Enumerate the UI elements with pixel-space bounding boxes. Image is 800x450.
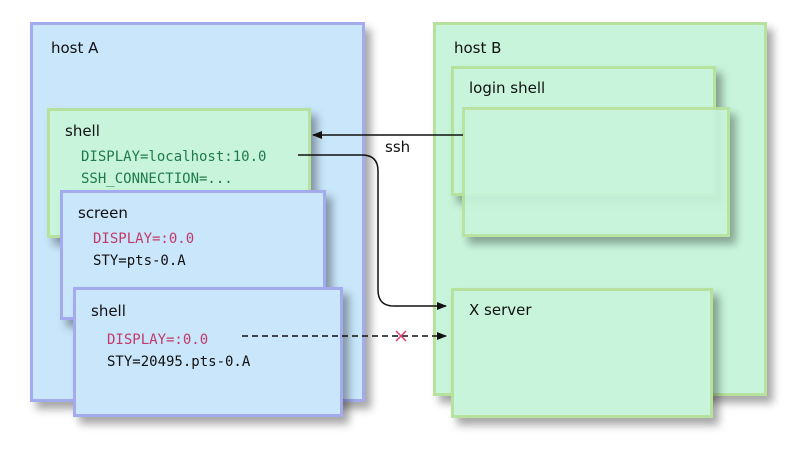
shell-box-2: shell DISPLAY=:0.0 STY=20495.pts-0.A [73, 287, 343, 417]
screen-sty-env: STY=pts-0.A [93, 253, 186, 269]
host-a-label: host A [51, 39, 99, 57]
x-server-label: X server [469, 301, 532, 319]
shell-label-1: shell [65, 122, 100, 140]
ssh-label: ssh [385, 138, 411, 156]
login-shell-label: login shell [469, 79, 546, 97]
shell-label-2: shell [91, 302, 126, 320]
login-shell-child-box [462, 107, 730, 237]
shell1-ssh-connection-env: SSH_CONNECTION=... [81, 171, 233, 187]
screen-label: screen [78, 204, 128, 222]
screen-display-env: DISPLAY=:0.0 [93, 231, 195, 247]
host-b-label: host B [454, 39, 502, 57]
cross-icon [395, 330, 407, 342]
shell2-sty-env: STY=20495.pts-0.A [107, 354, 251, 370]
shell2-display-env: DISPLAY=:0.0 [107, 332, 209, 348]
shell1-display-env: DISPLAY=localhost:10.0 [81, 149, 267, 165]
x-server-box: X server [451, 288, 713, 418]
display-forward-arrow [298, 154, 447, 310]
